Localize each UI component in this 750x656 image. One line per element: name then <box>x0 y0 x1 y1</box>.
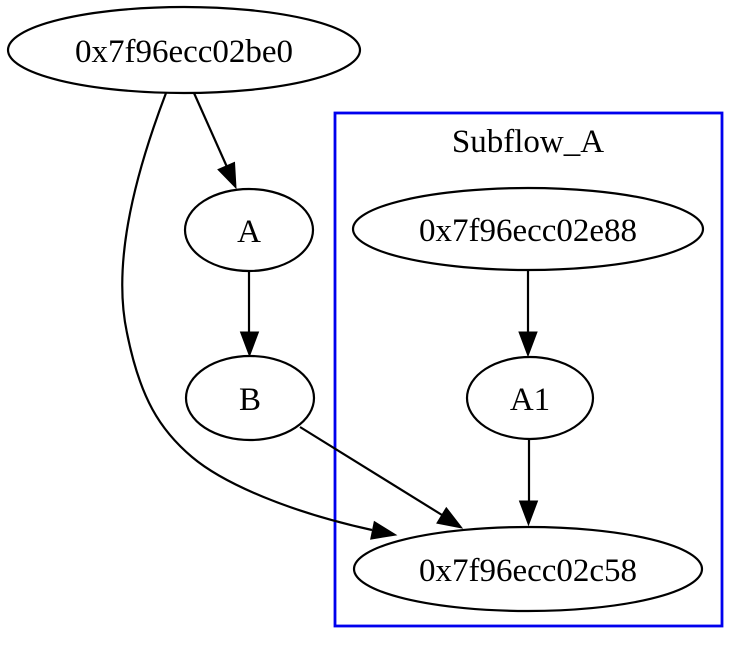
cluster-border <box>333 111 724 628</box>
edge-b-c58 <box>299 426 464 529</box>
edge-be0-a <box>192 92 237 190</box>
node-shape <box>465 355 595 441</box>
node-shape <box>351 186 705 272</box>
node-shape <box>352 525 704 613</box>
node-label: 0x7f96ecc02c58 <box>419 553 637 589</box>
node-shape <box>184 354 316 442</box>
node-a1: A1 <box>465 355 595 441</box>
node-e88: 0x7f96ecc02e88 <box>351 186 705 272</box>
edge-arrowhead <box>370 520 398 540</box>
edge-arrowhead <box>217 161 237 190</box>
cluster-subflow-a: Subflow_A <box>333 111 724 628</box>
node-be0: 0x7f96ecc02be0 <box>6 5 362 95</box>
node-label: 0x7f96ecc02e88 <box>419 213 637 249</box>
edge-e88-a1 <box>518 270 538 358</box>
node-label: 0x7f96ecc02be0 <box>75 34 293 70</box>
edge-a1-c58 <box>518 439 539 527</box>
nodes-layer: 0x7f96ecc02be0 A B 0x7f96ecc02e88 A1 0x7 <box>6 5 705 613</box>
node-shape <box>6 5 362 95</box>
node-b: B <box>184 354 316 442</box>
node-label: A <box>237 214 261 250</box>
edge-arrowhead <box>436 506 464 529</box>
edge-line <box>299 426 443 516</box>
edge-line <box>192 92 229 168</box>
edge-arrowhead <box>239 331 260 358</box>
cluster-label: Subflow_A <box>452 124 604 160</box>
node-label: B <box>239 382 261 418</box>
edge-a-b <box>239 271 260 358</box>
node-shape <box>183 187 315 273</box>
edges-layer <box>121 92 539 540</box>
edge-be0-c58 <box>121 92 398 540</box>
edge-arrowhead <box>518 331 538 358</box>
node-label: A1 <box>510 382 550 418</box>
node-c58: 0x7f96ecc02c58 <box>352 525 704 613</box>
node-a: A <box>183 187 315 273</box>
edge-arrowhead <box>518 500 539 527</box>
edge-line <box>121 92 373 532</box>
